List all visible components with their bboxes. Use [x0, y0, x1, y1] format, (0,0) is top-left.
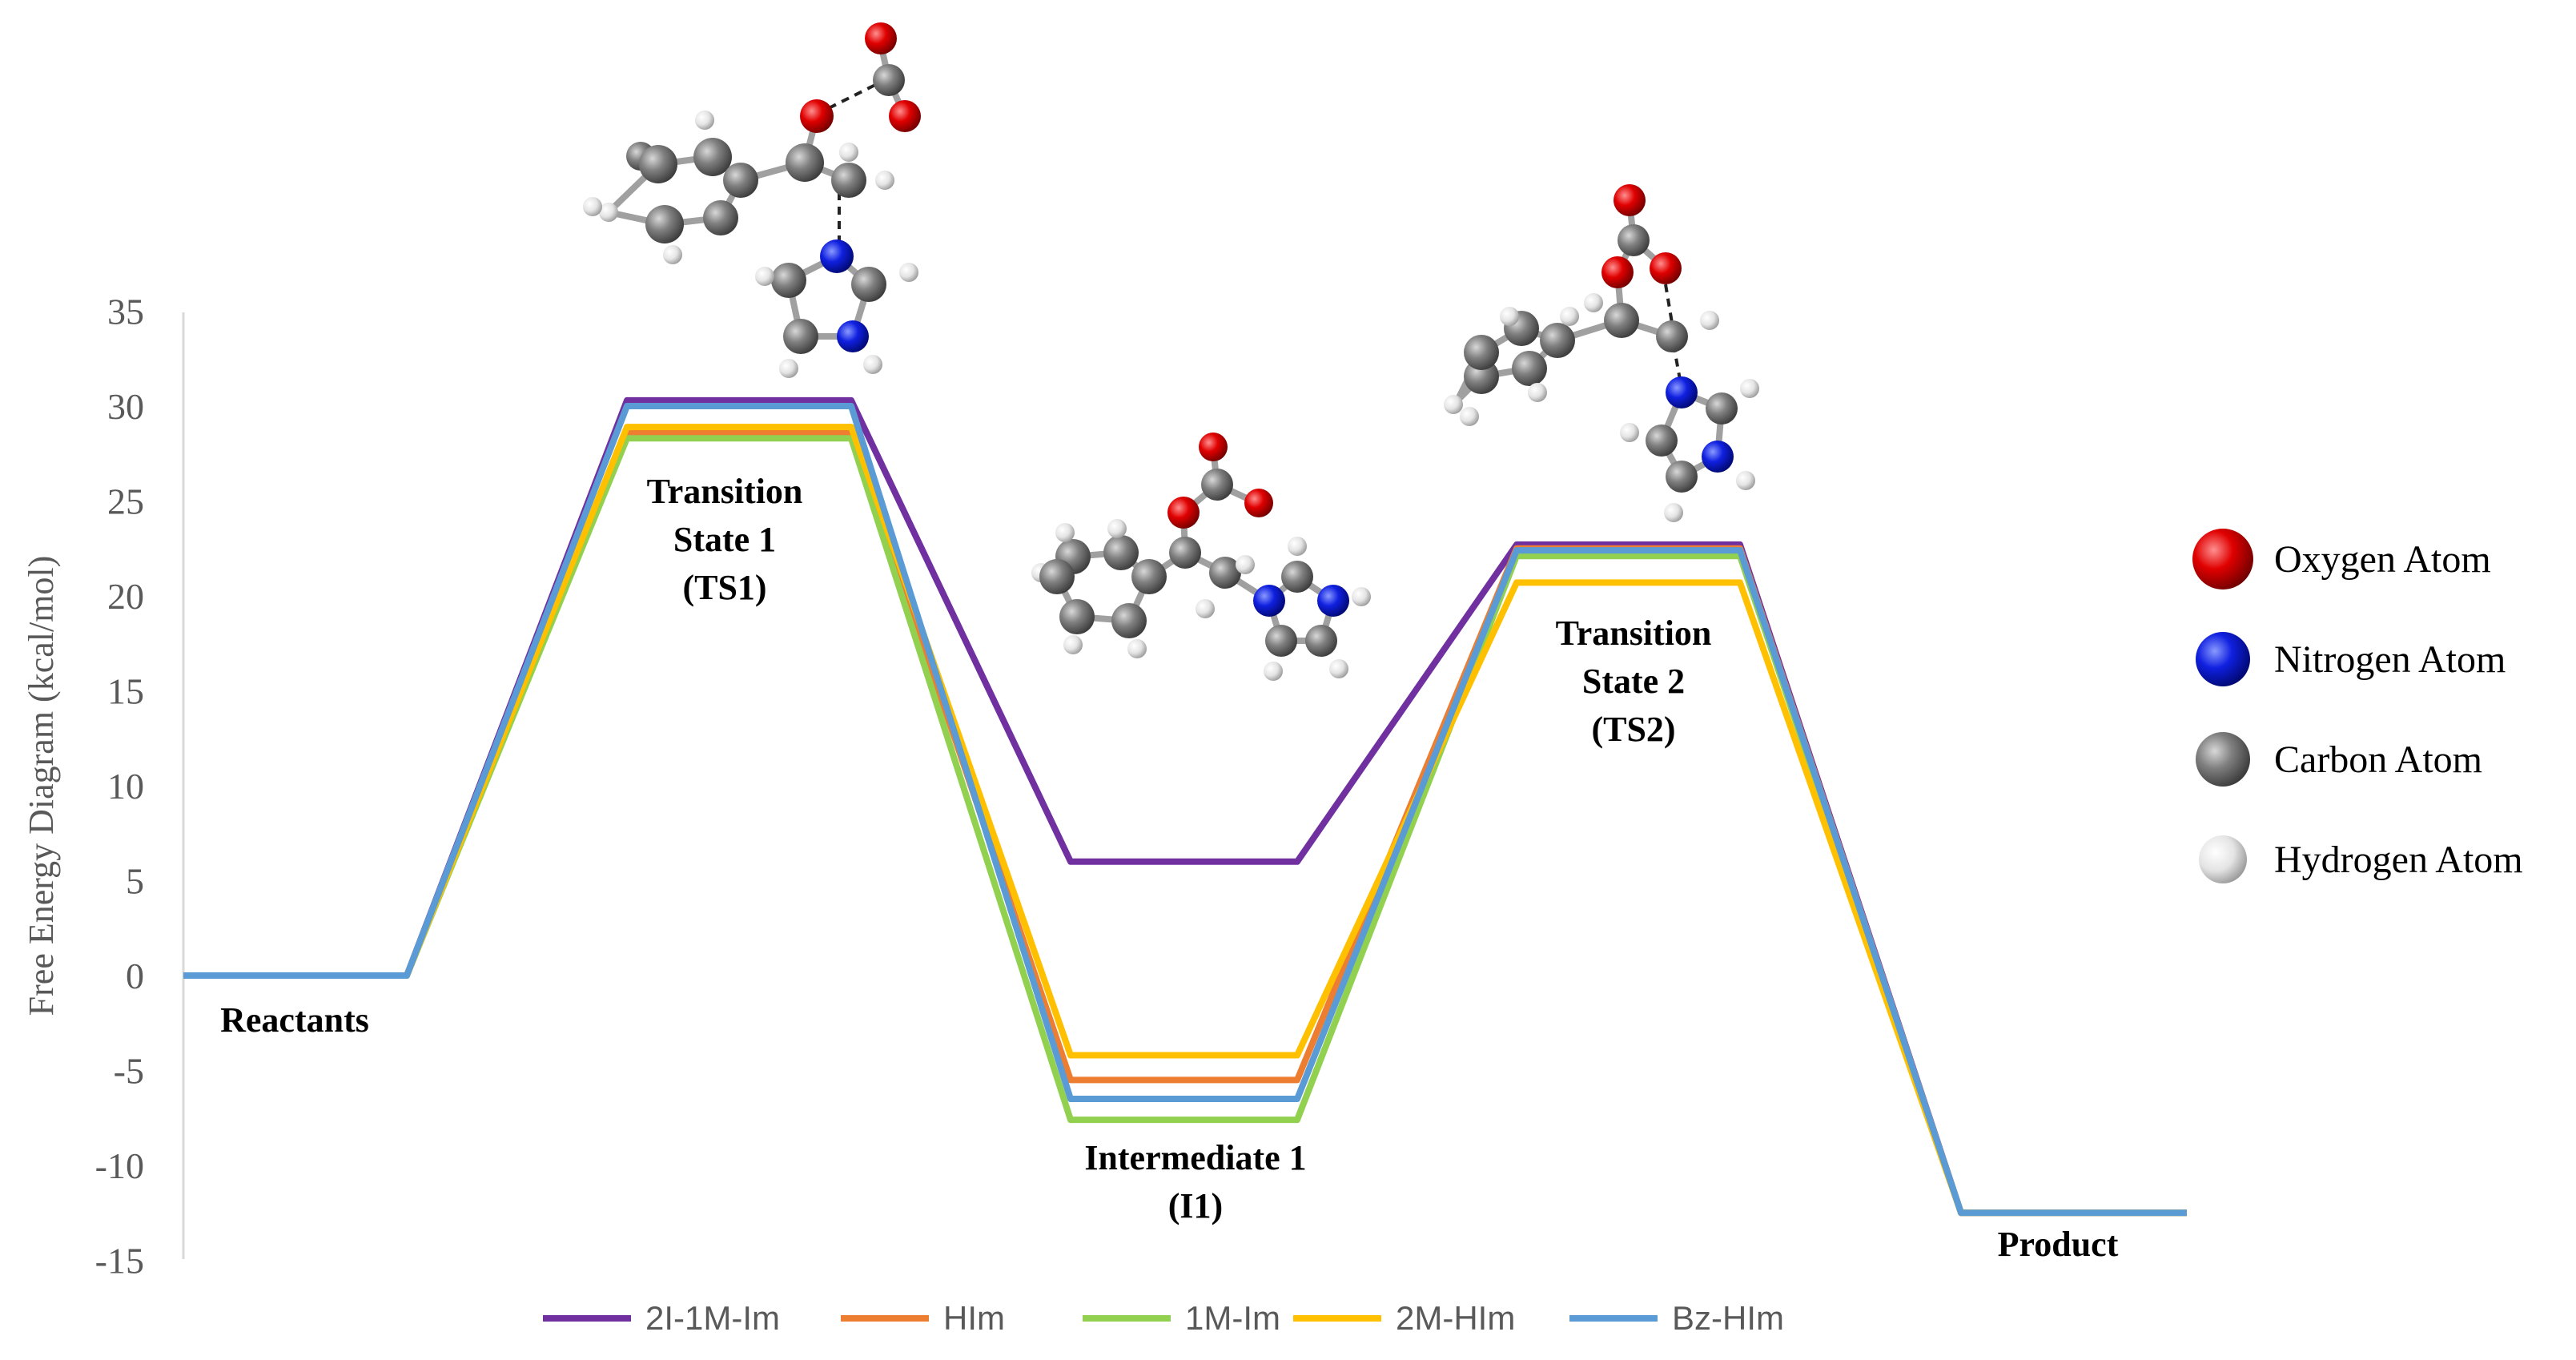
legend-item: 2M-HIm: [1293, 1299, 1515, 1337]
series-lines: [183, 396, 2187, 1217]
y-tick-label: 35: [107, 292, 144, 332]
series-line-bz-him: [183, 403, 2187, 1217]
series-line-2m-him: [183, 424, 2187, 1217]
legend-item: Bz-HIm: [1569, 1299, 1784, 1337]
stage-label: Product: [1998, 1225, 2119, 1264]
y-tick-label: 15: [107, 671, 144, 712]
stage-label: Reactants: [220, 1000, 369, 1040]
y-tick-label: 25: [107, 481, 144, 522]
atom-legend-label: Oxygen Atom: [2274, 538, 2491, 581]
y-tick-label: 20: [107, 576, 144, 617]
atom-legend-label: Nitrogen Atom: [2274, 638, 2506, 681]
y-axis-title: Free Energy Diagram (kcal/mol): [22, 556, 61, 1016]
series-legend: 2I-1M-Im HIm 1M-Im 2M-HIm Bz-HIm: [543, 1299, 1784, 1337]
legend-label: 2I-1M-Im: [645, 1299, 780, 1337]
legend-item: 2I-1M-Im: [543, 1299, 780, 1337]
ts2-molecule-icon: [1444, 184, 1759, 522]
y-axis-group: 35 30 25 20 15 10 5 0 -5 -10 -15 Free Energy Diagr…: [22, 292, 185, 1282]
atom-legend-label: Hydrogen Atom: [2274, 839, 2523, 881]
legend-label: 1M-Im: [1185, 1299, 1280, 1337]
y-tick-label: 0: [126, 956, 144, 996]
atom-sphere-icon: [2199, 835, 2247, 883]
legend-item: HIm: [841, 1299, 1005, 1337]
atom-legend-item: Hydrogen Atom: [2199, 835, 2523, 883]
i1-molecule-icon: [1031, 433, 1371, 681]
stage-label: Intermediate 1(I1): [1084, 1138, 1306, 1225]
ts1-molecule-icon: [583, 22, 921, 378]
atom-legend-item: Nitrogen Atom: [2196, 632, 2506, 686]
atom-legend-item: Carbon Atom: [2196, 732, 2482, 787]
legend-item: 1M-Im: [1083, 1299, 1280, 1337]
y-tick-label: -15: [95, 1241, 144, 1282]
legend-label: 2M-HIm: [1396, 1299, 1515, 1337]
atom-sphere-icon: [2196, 632, 2250, 686]
legend-label: Bz-HIm: [1672, 1299, 1784, 1337]
legend-label: HIm: [943, 1299, 1005, 1337]
atom-sphere-icon: [2192, 529, 2253, 589]
y-tick-label: 30: [107, 386, 144, 427]
y-tick-label: 10: [107, 766, 144, 807]
y-tick-label: -5: [114, 1051, 144, 1092]
atom-sphere-icon: [2196, 732, 2250, 787]
y-tick-label: 5: [126, 861, 144, 902]
atom-legend-item: Oxygen Atom: [2192, 529, 2491, 589]
atom-legend-label: Carbon Atom: [2274, 738, 2482, 781]
y-tick-label: -10: [95, 1145, 144, 1186]
